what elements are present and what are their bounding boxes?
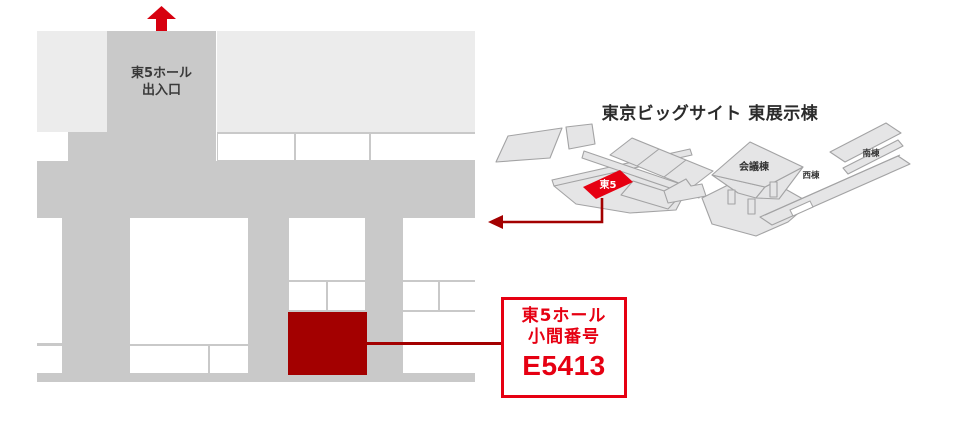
hall-divider [663,159,687,178]
tower-leg [727,189,736,205]
east5-marker-label: 東5 [600,178,617,191]
booth-cell [37,346,62,373]
tower-leg [769,181,778,198]
south-building-label: 南棟 [862,148,880,159]
west-building-edge [764,154,901,216]
entrance-label: 東5ホール 出入口 [107,66,216,99]
booth-cell [440,282,475,310]
booth-cell [130,218,248,344]
galleria-strip [581,150,702,199]
booth-cell [218,134,294,160]
east-halls-7-8-wing [565,123,596,150]
hall-divider [636,148,660,167]
booth-leader-line [366,342,503,345]
south-building-deck [842,139,904,175]
booth-callout-box: 東5ホール 小間番号 E5413 [501,297,627,398]
booth-cell [403,218,475,280]
entrance-label-line1: 東5ホール [130,66,193,81]
tower-leg [747,198,756,215]
connecting-corridor [663,178,707,204]
site-overview-map: 東5 会議棟 西棟 南棟 [488,122,911,237]
callout-caption: 小間番号 [528,327,600,348]
conference-building-label: 会議棟 [739,160,770,173]
hall-locator-arrowhead-icon [488,215,503,229]
bottom-wall-band [37,373,475,382]
main-aisle-band [37,161,475,218]
booth-cell [328,282,365,310]
booth-cell [130,346,208,373]
overview-title: 東京ビッグサイト 東展示棟 [601,104,819,124]
booth-cell [289,282,326,310]
entrance-label-line2: 出入口 [141,82,181,98]
callout-hall-name: 東5ホール [521,306,607,326]
booth-cell [296,134,369,160]
booth-cell [403,345,475,373]
aisle-vertical [62,218,130,373]
callout-booth-number: E5413 [522,349,606,381]
corridor-extension [68,132,216,161]
booth-cell [371,134,475,160]
hall-block-upper-right [217,31,475,132]
hall-floor-plan: 東5ホール 出入口 [37,6,503,382]
booth-cell [289,218,365,280]
platform-notch [789,200,814,217]
hall-block-upper-left [37,31,107,132]
booth-cell [403,282,438,310]
booth-e5413-highlight [288,312,367,375]
south-building [829,122,902,163]
east-halls-7-8-wing [495,127,563,163]
aisle-vertical [248,218,289,373]
booth-cell [37,218,62,343]
booth-cell [210,346,248,373]
hall-locator-arrow [502,198,604,224]
west-building-label: 西棟 [802,170,820,181]
conference-tower-top [711,141,804,188]
east5-hall-marker [583,170,633,199]
booth-cell [403,312,475,343]
aisle-vertical [365,218,403,373]
